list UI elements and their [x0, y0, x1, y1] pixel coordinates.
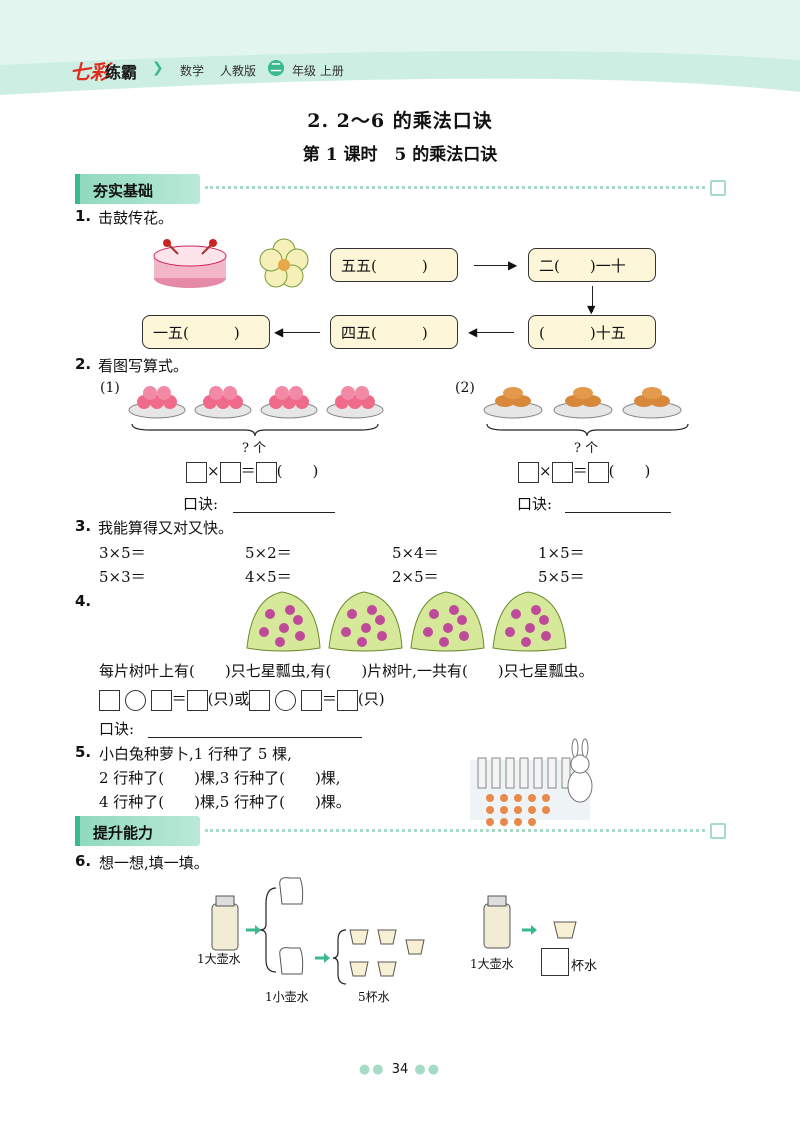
question-number: 2.: [75, 355, 92, 373]
arrow-head: ▼: [587, 303, 596, 316]
relay-box-4: 四五( ): [330, 315, 458, 349]
section-divider: [205, 186, 705, 189]
section-header-advance: 提升能力: [75, 816, 200, 846]
big-pot-label: 1大壶水: [197, 952, 241, 966]
section-header-basic: 夯实基础: [75, 174, 200, 204]
calc-item: 5×5＝: [538, 568, 585, 586]
brace-image: [131, 423, 379, 437]
arrow-head: ◀: [274, 325, 284, 339]
mooncakes-plates-image: [483, 387, 682, 419]
grade-badge: 二: [268, 60, 284, 76]
page-footer: ●● 34 ●●: [358, 1062, 442, 1077]
koujue-label: 口诀:: [517, 495, 553, 513]
page-title: 2. 2～6 的乘法口诀: [307, 110, 493, 132]
chevron-right-icon: ❯: [152, 60, 164, 76]
calc-item: 3×5＝: [99, 544, 146, 562]
drum-image: [153, 239, 227, 288]
relay-box-2: 二( )一十: [528, 248, 656, 282]
relay-box-3: ( )十五: [528, 315, 656, 349]
flower-image: [259, 238, 309, 288]
question-number: 4.: [75, 592, 92, 610]
thermos-cup-diagram: [483, 895, 577, 949]
answer-line[interactable]: [565, 512, 671, 513]
arrow-down-icon: [592, 286, 593, 312]
rabbit-carrots-image: [470, 738, 593, 826]
part-label-2: (2): [455, 380, 475, 396]
section-end-box: [710, 180, 726, 196]
cup-water-label: 杯水: [571, 959, 598, 974]
calc-item: 5×3＝: [99, 568, 146, 586]
count-label: ? 个: [242, 441, 267, 456]
part-label-1: (1): [100, 380, 120, 396]
question-text: 2 行种了( )棵,3 行种了( )棵,: [99, 769, 341, 787]
arrow-head: ▶: [508, 258, 518, 272]
question-number: 5.: [75, 743, 92, 761]
calc-item: 5×4＝: [392, 544, 439, 562]
arrow-left-icon: [280, 332, 320, 333]
question-text: 看图写算式。: [98, 357, 189, 375]
formula-row-2: ×＝( ): [518, 460, 650, 483]
big-pot-label: 1大壶水: [470, 957, 514, 971]
section-end-box: [710, 823, 726, 839]
question-number: 6.: [75, 852, 92, 870]
cups-label: 5杯水: [358, 990, 390, 1004]
header-grade: 年级 上册: [292, 64, 344, 78]
header-edition: 人教版: [220, 64, 257, 78]
header-band: [0, 0, 800, 95]
apples-plates-image: [128, 386, 384, 419]
formula-row-3: ＝(只)或 ＝(只): [99, 688, 385, 711]
relay-box-5: 一五( ): [142, 315, 270, 349]
arrow-left-icon: [474, 332, 514, 333]
count-label: ? 个: [574, 441, 599, 456]
answer-box[interactable]: [541, 948, 569, 976]
section-divider: [205, 829, 705, 832]
page-number: 34: [391, 1062, 409, 1077]
calc-item: 4×5＝: [245, 568, 292, 586]
brand-logo: 七彩: [70, 60, 110, 84]
answer-line[interactable]: [148, 737, 362, 738]
page-subtitle: 第 1 课时 5 的乘法口诀: [302, 145, 498, 165]
question-text: 我能算得又对又快。: [98, 519, 234, 537]
calc-item: 1×5＝: [538, 544, 585, 562]
question-text: 击鼓传花。: [98, 209, 174, 227]
brand-name: 练霸: [105, 63, 138, 82]
small-pot-label: 1小壶水: [265, 990, 309, 1004]
brace-image: [486, 423, 689, 437]
question-text: 4 行种了( )棵,5 行种了( )棵。: [99, 793, 351, 811]
leaves-ladybugs-image: [246, 591, 567, 652]
header-subject: 数学: [180, 64, 205, 78]
pitchers-cups-diagram: [211, 877, 425, 985]
koujue-label: 口诀:: [183, 495, 219, 513]
formula-row-1: ×＝( ): [186, 460, 318, 483]
arrow-right-icon: [474, 265, 514, 266]
calc-item: 2×5＝: [392, 568, 439, 586]
question-text: 想一想,填一填。: [99, 854, 209, 872]
arrow-head: ◀: [468, 325, 478, 339]
question-number: 1.: [75, 207, 92, 225]
question-text: 每片树叶上有( )只七星瓢虫,有( )片树叶,一共有( )只七星瓢虫。: [99, 662, 594, 680]
question-text: 小白兔种萝卜,1 行种了 5 棵,: [99, 745, 292, 763]
question-number: 3.: [75, 517, 92, 535]
calc-item: 5×2＝: [245, 544, 292, 562]
relay-box-1: 五五( ): [330, 248, 458, 282]
koujue-label: 口诀:: [99, 720, 135, 738]
answer-line[interactable]: [233, 512, 335, 513]
